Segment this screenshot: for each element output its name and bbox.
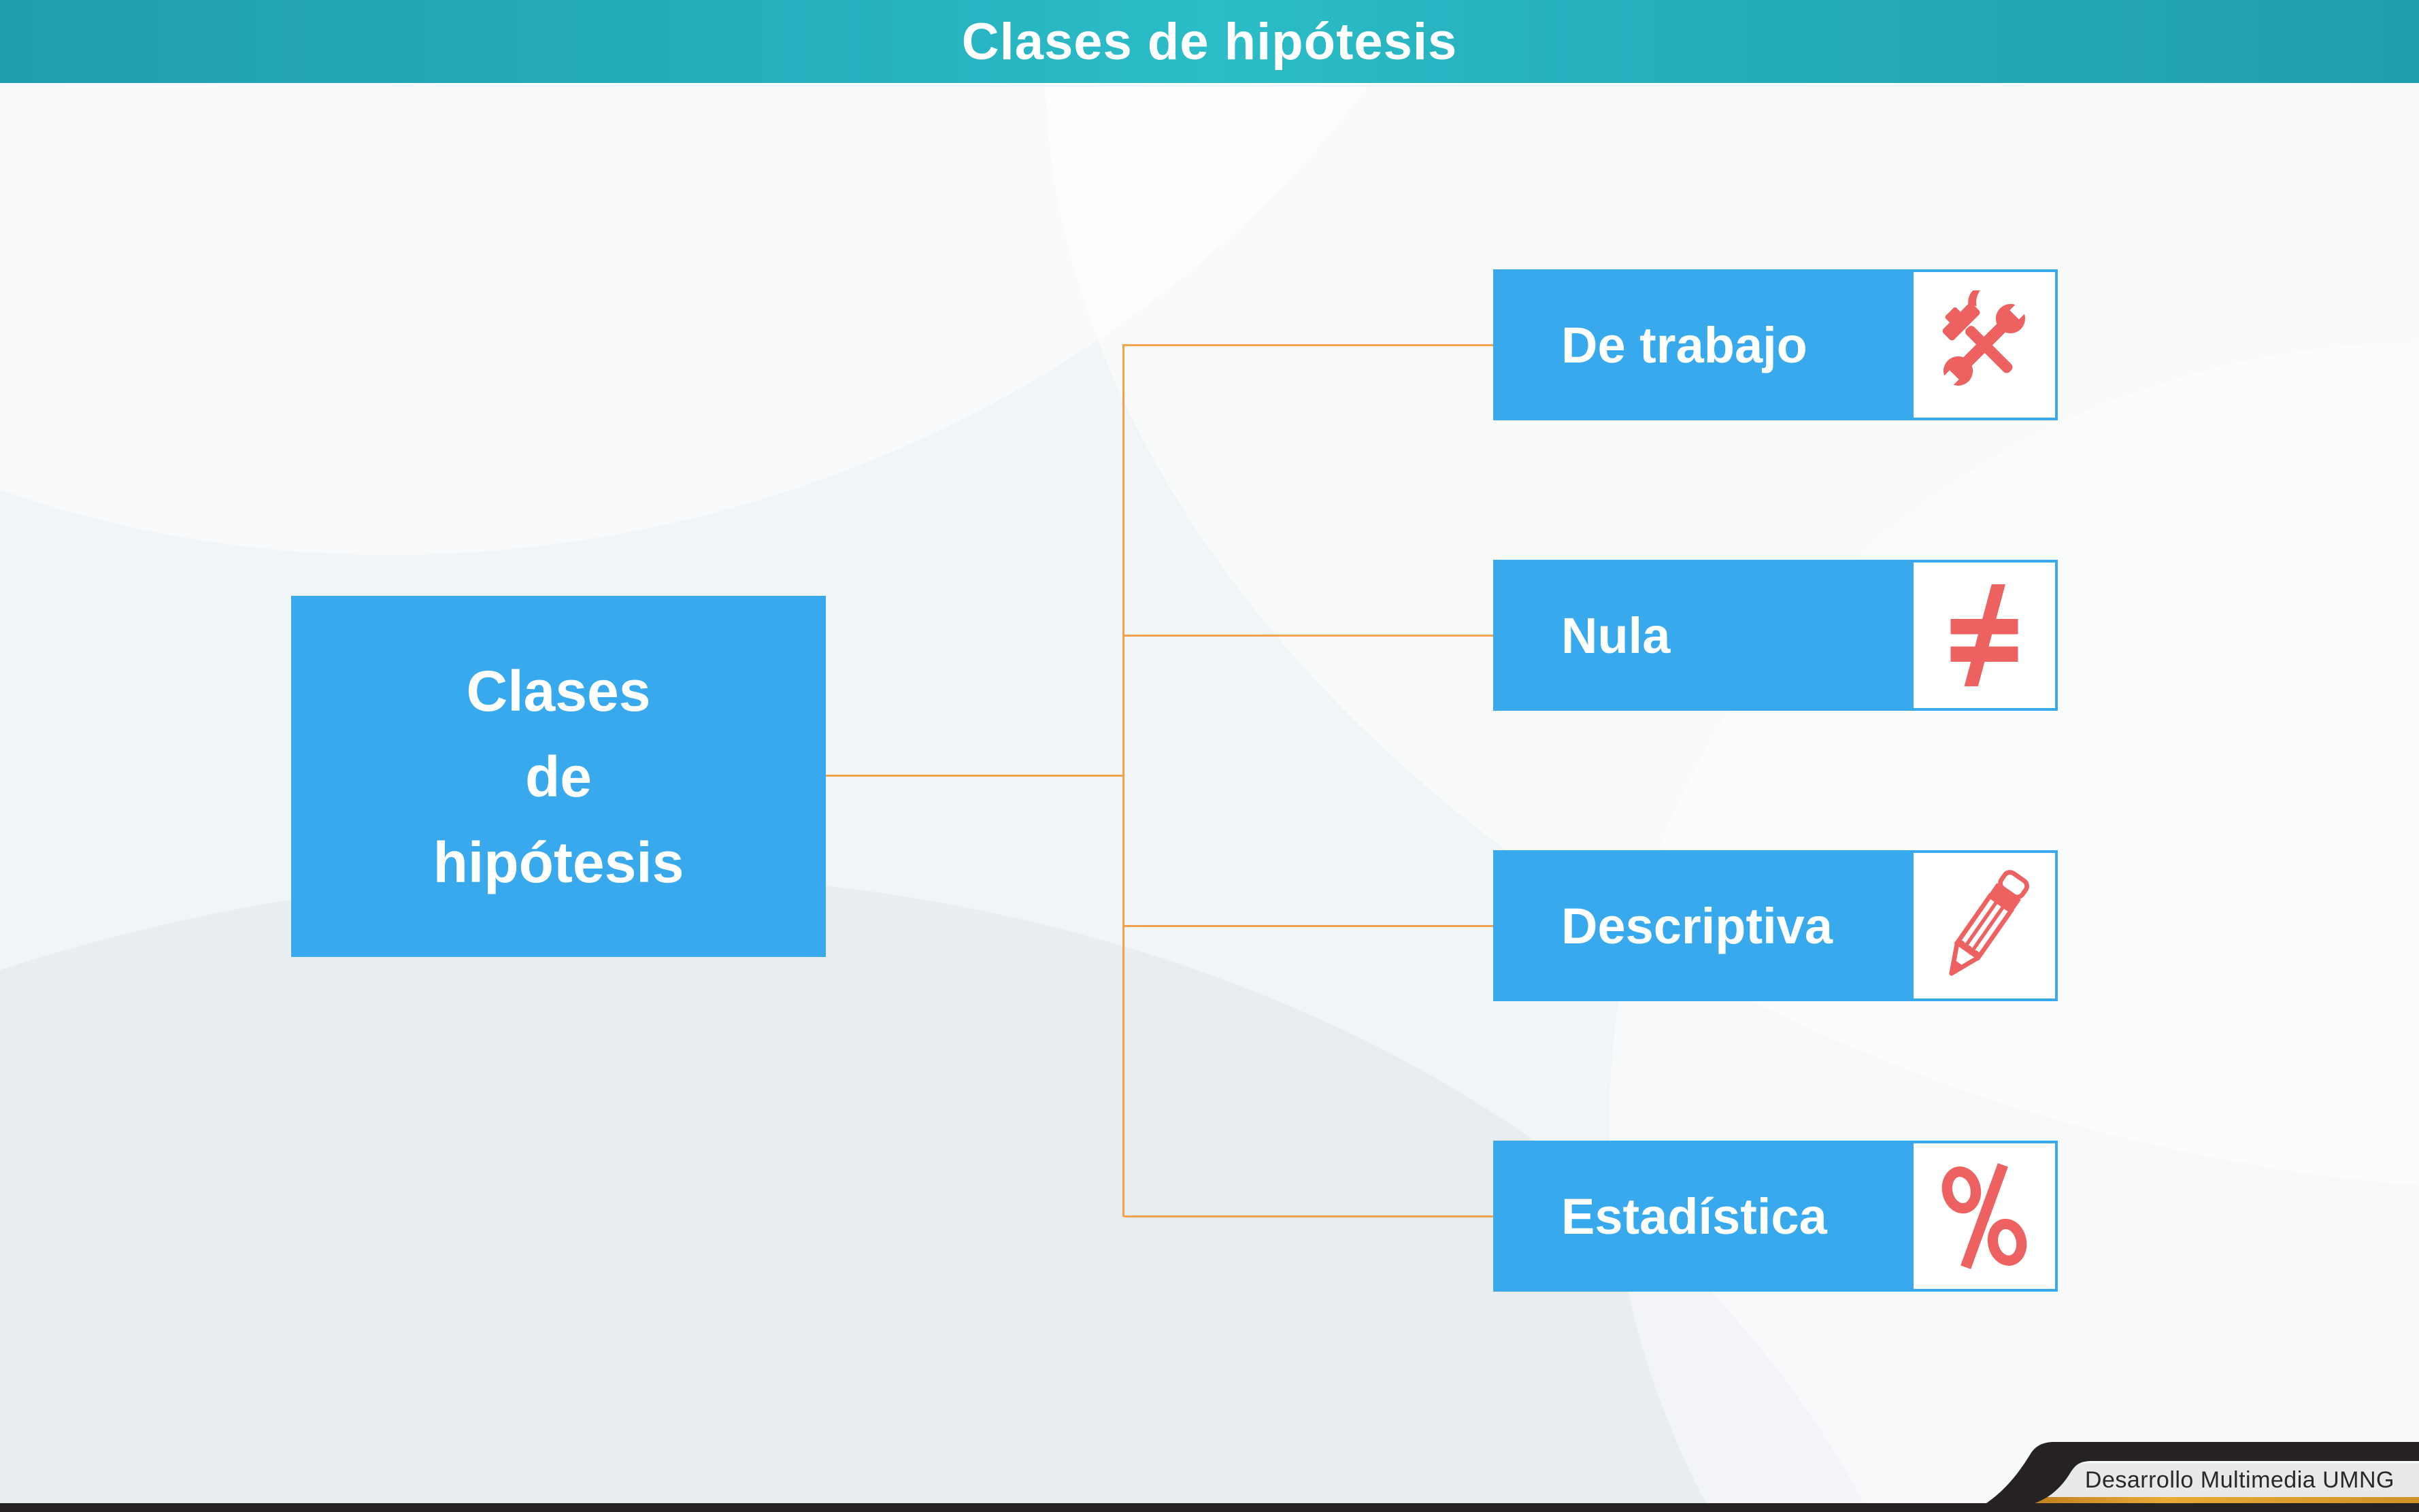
connector-line-branch-4 [1124,1215,1493,1217]
credit-text: Desarrollo Multimedia UMNG [2084,1466,2395,1493]
node-label: Estadística [1561,1188,1827,1245]
connector-line-branch-1 [1124,344,1493,346]
root-node-clases-de-hipotesis: Clases de hipótesis [291,596,826,957]
node-estadistica: Estadística [1493,1141,2058,1292]
node-icon-panel [1914,853,2055,998]
node-label: Descriptiva [1561,897,1833,954]
node-descriptiva: Descriptiva [1493,850,2058,1001]
root-node-label: Clases de hipótesis [433,658,684,894]
node-label: De trabajo [1561,316,1807,373]
not-equal-icon [1950,584,2018,686]
title-bar: Clases de hipótesis [0,0,2419,83]
credit-badge: Desarrollo Multimedia UMNG [1970,1432,2419,1503]
node-icon-panel [1914,272,2055,418]
connector-line-trunk [1122,344,1124,1217]
footer-bar [0,1503,2419,1512]
node-icon-panel [1914,1143,2055,1289]
credit-badge-ribbon [1986,1442,2419,1503]
percent-icon [1941,1163,2027,1269]
connector-line-root [826,775,1124,777]
tools-icon [1939,290,2030,390]
background-swirl [0,0,1755,780]
connector-line-branch-3 [1124,925,1493,927]
connector-line-branch-2 [1124,635,1493,637]
page-title: Clases de hipótesis [961,12,1458,71]
node-de-trabajo: De trabajo [1493,269,2058,420]
node-nula: Nula [1493,560,2058,711]
node-icon-panel [1914,562,2055,708]
pencil-icon [1948,869,2029,976]
node-label: Nula [1561,607,1671,664]
